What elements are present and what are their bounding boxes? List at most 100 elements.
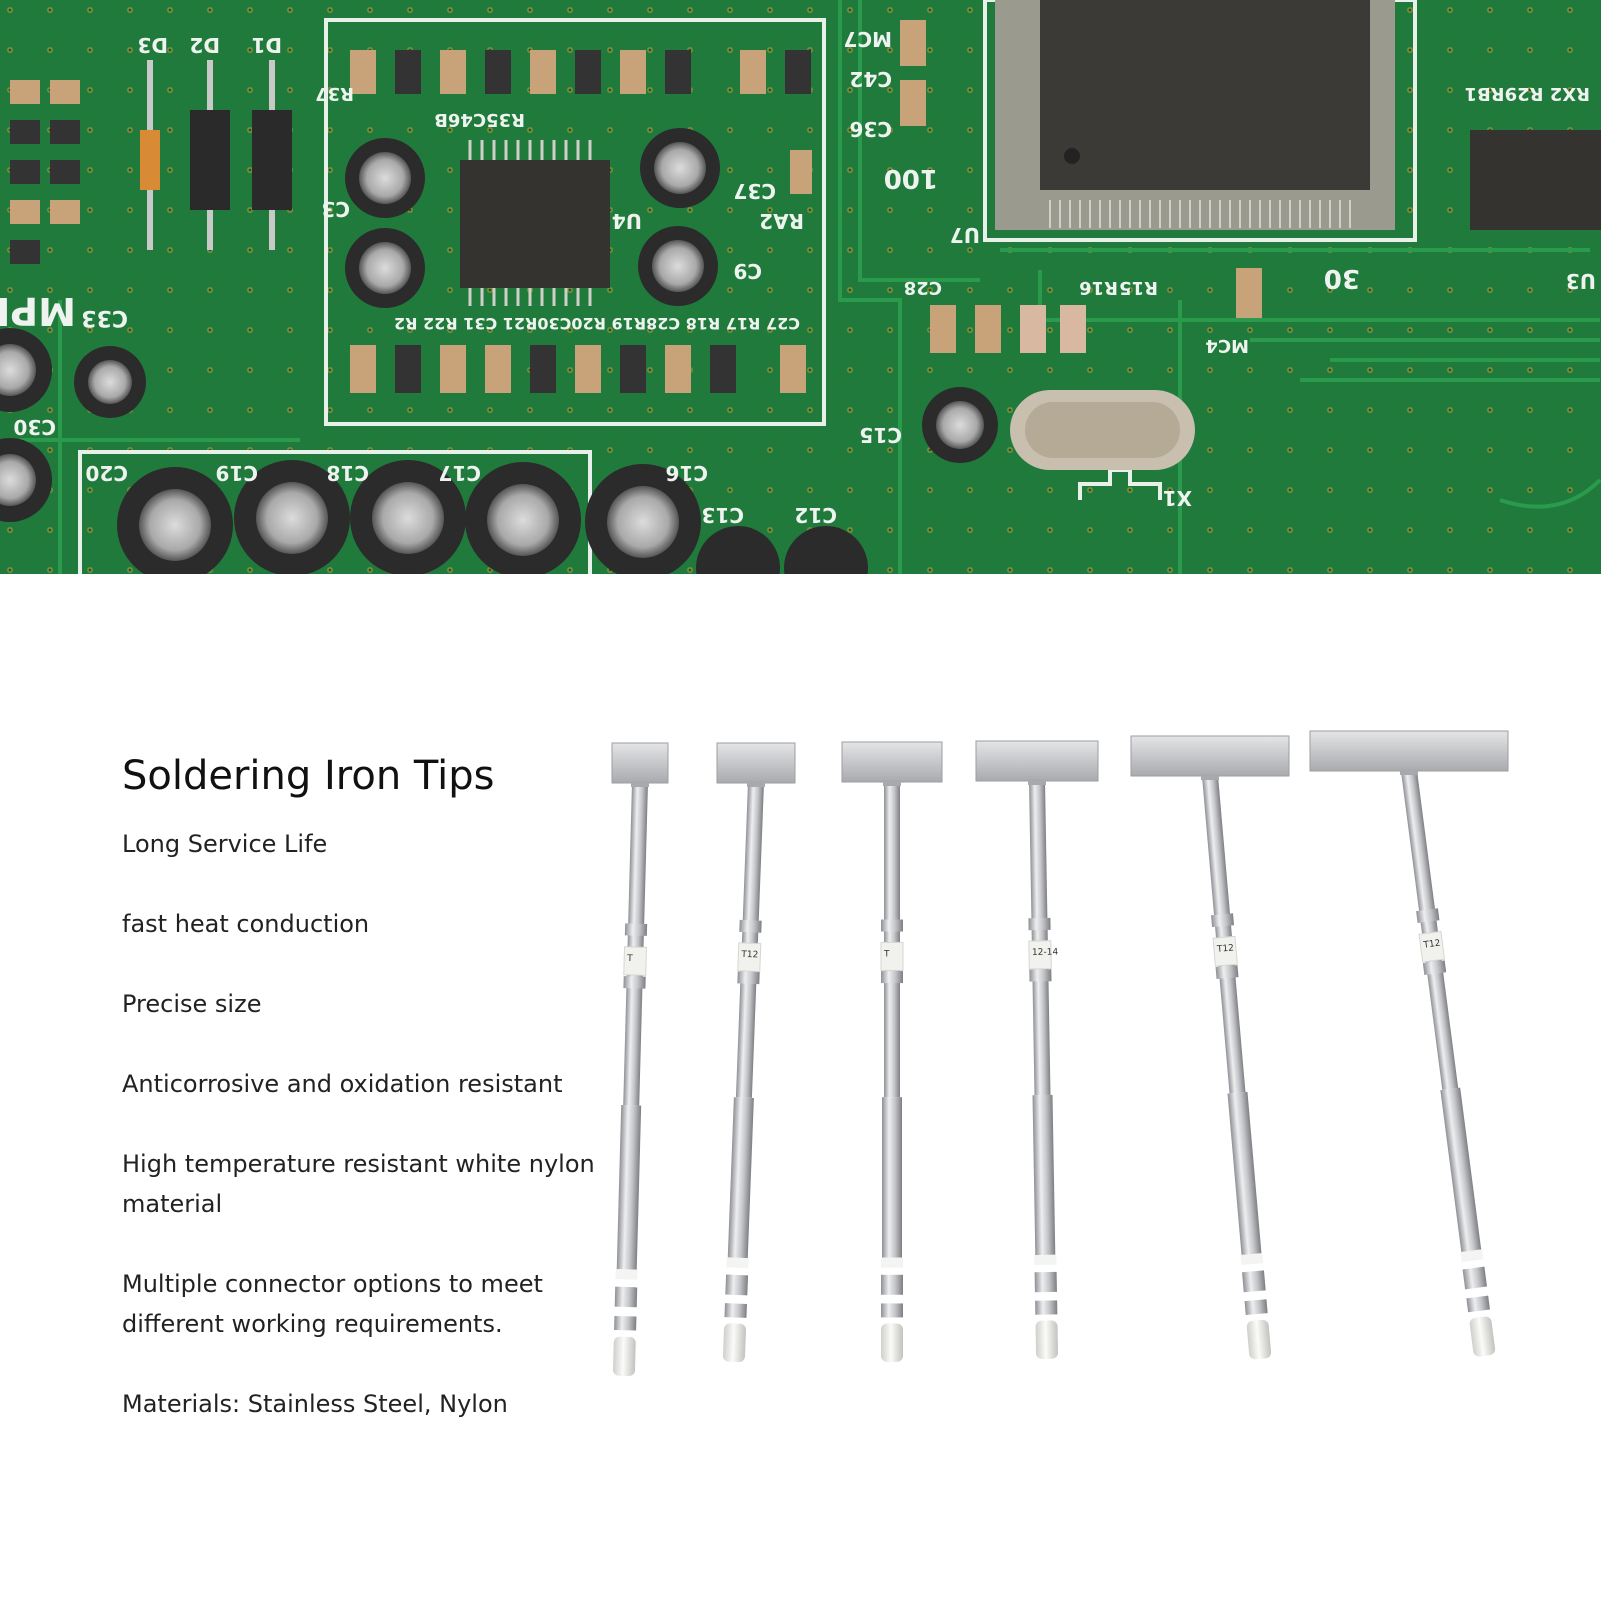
tip-sleeve-band — [1240, 1253, 1264, 1265]
tip-shaft: T12 — [1202, 775, 1272, 1360]
tip-neck — [1400, 769, 1418, 775]
smd-resistor-row-bottom — [350, 20, 1262, 393]
tip-connector-ring — [881, 1274, 903, 1295]
label-c15: C15 — [859, 423, 902, 447]
main-ic-chip — [995, 0, 1395, 230]
tip-ring — [1029, 969, 1052, 982]
tip-ring — [1211, 913, 1234, 928]
tip-model-label: 12-14 — [1032, 948, 1059, 958]
label-resistor-row: C27 R17 R18 C28R19 R20C30R21 C31 R22 R2 — [394, 314, 800, 333]
tip-connector-ring — [1462, 1266, 1487, 1290]
soldering-tip: T12 — [1309, 730, 1509, 1357]
feature-list: Long Service Life fast heat conduction P… — [122, 824, 622, 1424]
tip-ring — [881, 971, 903, 984]
electrolytic-capacitors-large — [117, 460, 868, 574]
tip-ring — [737, 971, 760, 985]
label-u3: U3 — [1566, 269, 1596, 293]
feature-item: Materials: Stainless Steel, Nylon — [122, 1390, 508, 1418]
soldering-tip: T12 — [716, 742, 796, 1363]
soldering-tip: 12-14 — [975, 740, 1099, 1359]
tip-shaft-upper — [884, 782, 900, 1098]
tip-connector-ring — [1034, 1271, 1057, 1293]
label-c37: C37 — [733, 179, 776, 203]
label-r35: R35C46B — [434, 109, 525, 130]
tip-blade-head — [1130, 735, 1290, 777]
pcb-banner-image: C33 C20 C19 C18 C17 C16 C13 C12 C15 X1 U… — [0, 0, 1601, 574]
soldering-tip: T — [611, 742, 669, 1377]
label-r37: R37 — [315, 83, 354, 104]
board-traces — [20, 0, 1601, 574]
tip-label-band — [737, 942, 762, 973]
tip-connector-ring — [724, 1303, 747, 1318]
tip-blade-head — [1309, 730, 1509, 772]
tip-label-band — [880, 941, 904, 971]
electrolytic-capacitors-small — [0, 128, 998, 522]
tip-neck — [631, 781, 649, 787]
tip-nylon-end — [722, 1323, 746, 1363]
tip-model-label: T12 — [1216, 943, 1235, 955]
tip-model-label: T12 — [740, 950, 758, 961]
tip-sleeve-band — [1460, 1249, 1484, 1263]
tip-nylon-end — [1246, 1319, 1272, 1360]
tip-connector-ring — [725, 1274, 749, 1296]
tip-nylon-end — [1035, 1320, 1059, 1359]
tip-sleeve-band — [726, 1257, 749, 1269]
tip-shaft-lower — [882, 1097, 902, 1258]
feature-panel: Soldering Iron Tips Long Service Life fa… — [122, 752, 622, 1464]
label-c28: C28 — [904, 277, 942, 298]
feature-item: High temperature resistant white nylon m… — [122, 1150, 595, 1218]
label-ra2: RA2 — [759, 209, 804, 233]
label-c18: C18 — [326, 461, 369, 485]
tip-nylon-end — [612, 1336, 636, 1377]
tip-blade-head — [716, 742, 796, 784]
tip-ring — [623, 976, 646, 989]
label-d3: D3 — [137, 33, 168, 57]
tip-model-label: T12 — [1422, 939, 1441, 951]
tip-connector-ring — [614, 1315, 637, 1331]
label-c42: C42 — [849, 67, 892, 91]
label-c16: C16 — [665, 461, 708, 485]
label-r15: R15 — [1119, 277, 1158, 298]
tip-shaft: T12 — [1401, 769, 1496, 1357]
pcb-illustration: C33 C20 C19 C18 C17 C16 C13 C12 C15 X1 U… — [0, 0, 1601, 574]
tip-label-band — [1418, 930, 1446, 963]
label-30: 30 — [1324, 263, 1360, 293]
tip-nylon-end — [1469, 1316, 1496, 1357]
label-100: 100 — [884, 163, 938, 193]
tip-sleeve-band — [881, 1257, 903, 1268]
label-mc7: MC7 — [844, 27, 893, 51]
tip-neck — [883, 780, 901, 786]
label-c33: C33 — [81, 305, 128, 330]
label-r16: R16 — [1079, 277, 1118, 298]
tip-blade-head — [975, 740, 1099, 782]
label-c30: C30 — [13, 415, 56, 439]
tip-shaft-upper — [623, 782, 648, 1106]
tip-connector-ring — [1466, 1295, 1490, 1313]
tip-model-label: T — [626, 954, 633, 964]
tip-ring — [739, 919, 762, 933]
label-d1: D1 — [251, 33, 282, 57]
label-c3: C3 — [321, 197, 350, 221]
tip-shaft-lower — [727, 1097, 754, 1259]
smd-resistor-column-left — [10, 80, 80, 264]
tip-label-band — [623, 946, 648, 976]
tip-shaft: T — [612, 782, 648, 1377]
tip-label-band — [1028, 940, 1052, 970]
crystal-oscillator — [1010, 390, 1195, 470]
feature-item: Precise size — [122, 990, 262, 1018]
label-mc4: MC4 — [1205, 335, 1249, 356]
tip-shaft-lower — [616, 1105, 642, 1270]
label-mpe: MPE — [0, 289, 76, 333]
axial-diodes — [140, 60, 292, 250]
label-x1: X1 — [1163, 486, 1192, 510]
tip-shaft: 12-14 — [1028, 780, 1059, 1359]
right-ic-chip — [1470, 130, 1601, 230]
feature-item: Long Service Life — [122, 830, 328, 858]
tip-ring — [624, 923, 648, 936]
tip-shaft: T — [880, 782, 904, 1362]
tip-connector-ring — [614, 1286, 638, 1308]
tip-sleeve-band — [615, 1269, 638, 1280]
tip-connector-ring — [881, 1303, 903, 1318]
soldering-tip: T12 — [1130, 735, 1290, 1360]
